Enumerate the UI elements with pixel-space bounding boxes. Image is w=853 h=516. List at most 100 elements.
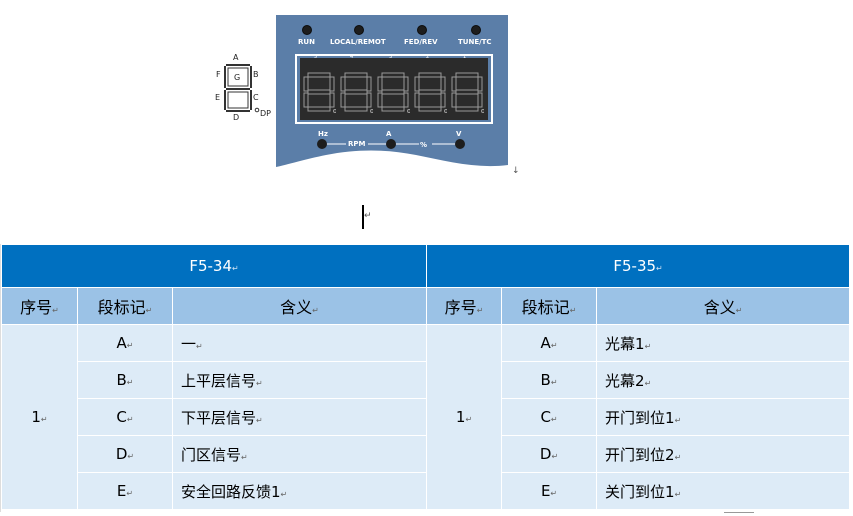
display-segment — [451, 76, 457, 92]
display-segment — [418, 89, 442, 95]
segment-letter-b: B — [253, 70, 259, 79]
run-led-icon — [302, 25, 312, 35]
right-segment-cell: E↵ — [501, 472, 598, 510]
return-mark: ↵ — [465, 415, 473, 424]
paragraph-mark: ↓ — [512, 166, 520, 176]
left-meaning-cell: 门区信号↵ — [171, 435, 428, 473]
return-mark: ↵ — [674, 415, 682, 425]
right-index-cell: 1↵ — [426, 324, 503, 510]
display-segment — [440, 92, 446, 108]
col-header-label: 序号 — [20, 298, 53, 317]
table-row: D↵ 门区信号↵ D↵ 开门到位2↵ — [2, 435, 851, 473]
meaning-value: 一 — [181, 334, 197, 353]
table-row: B↵ 上平层信号↵ B↵ 光幕2↵ — [2, 361, 851, 399]
display-segment — [414, 76, 420, 92]
display-segment — [381, 72, 405, 78]
table-row: C↵ 下平层信号↵ C↵ 开门到位1↵ — [2, 398, 851, 436]
segment-letter-c: C — [253, 93, 259, 102]
return-mark: ↵ — [126, 415, 134, 424]
segment-value: E — [116, 482, 127, 500]
display-decimal-point — [407, 109, 410, 113]
segment-legend-diagram: A F G B E C D DP — [213, 52, 277, 124]
return-mark: ↵ — [241, 452, 248, 462]
display-segment — [477, 76, 483, 92]
meaning-value: 光幕1 — [605, 334, 645, 353]
return-mark: ↵ — [256, 415, 263, 425]
meaning-value: 下平层信号 — [181, 408, 257, 427]
left-segment-cell: B↵ — [77, 361, 173, 399]
f5-35-title: F5-35 — [613, 257, 657, 275]
page-edge-line — [724, 512, 754, 513]
col-header-index-right: 序号↵ — [426, 287, 503, 325]
display-segment — [377, 92, 383, 108]
return-mark: ↵ — [256, 378, 263, 388]
right-segment-cell: A↵ — [501, 324, 598, 362]
col-header-label: 含义 — [703, 298, 736, 317]
display-segment — [307, 72, 331, 78]
digit-position-4: 4 — [350, 54, 354, 60]
segment-legend-figure — [224, 64, 260, 113]
segment-letter-d: D — [233, 113, 240, 122]
display-frame — [295, 54, 493, 124]
right-segment-cell: C↵ — [501, 398, 598, 436]
display-segment — [477, 92, 483, 108]
indicator-label-run: RUN — [298, 38, 315, 46]
left-meaning-cell: 一↵ — [171, 324, 428, 362]
tune-tc-led-icon — [471, 25, 481, 35]
return-mark: ↵ — [674, 452, 682, 462]
return-mark: ↵ — [232, 264, 239, 273]
segment-value: A — [540, 334, 551, 352]
text-cursor — [362, 205, 364, 229]
segment-value: E — [540, 482, 551, 500]
display-segment — [329, 92, 335, 108]
unit-label-a: A — [386, 130, 392, 138]
display-segment — [440, 76, 446, 92]
display-segment — [303, 76, 309, 92]
col-header-index-left: 序号↵ — [1, 287, 78, 325]
display-segment — [381, 106, 405, 112]
display-decimal-point — [481, 109, 484, 113]
left-segment-cell: D↵ — [77, 435, 173, 473]
display-segment — [414, 92, 420, 108]
display-segment — [366, 76, 372, 92]
meaning-value: 开门到位1 — [605, 408, 675, 427]
col-header-segment-right: 段标记↵ — [501, 287, 598, 325]
f5-35-header: F5-35↵ — [426, 244, 851, 288]
col-header-label: 段标记 — [521, 298, 570, 317]
col-header-meaning-left: 含义↵ — [171, 287, 428, 325]
left-segment-cell: E↵ — [77, 472, 173, 510]
seven-segment-display — [300, 58, 488, 120]
return-mark: ↵ — [674, 489, 682, 499]
segment-letter-g: G — [234, 73, 241, 82]
right-segment-cell: B↵ — [501, 361, 598, 399]
return-mark: ↵ — [280, 489, 288, 499]
table-row: E↵ 安全回路反馈1↵ E↵ 关门到位1↵ — [2, 472, 851, 510]
return-mark: ↵ — [550, 415, 558, 424]
fed-rev-led-icon — [417, 25, 427, 35]
return-mark: ↵ — [312, 306, 319, 315]
meaning-value: 安全回路反馈1 — [181, 482, 281, 501]
left-index-cell: 1↵ — [1, 324, 78, 510]
segment-letter-f: F — [216, 70, 221, 79]
display-segment — [307, 89, 331, 95]
segment-mapping-table: F5-34↵ F5-35↵ 序号↵ 段标记↵ 含义↵ 序号↵ 段标记↵ 含义↵ … — [0, 244, 851, 510]
display-segment — [366, 92, 372, 108]
meaning-value: 开门到位2 — [605, 445, 675, 464]
unit-label-percent: % — [420, 141, 428, 149]
display-segment — [455, 72, 479, 78]
return-mark: ↵ — [126, 341, 134, 350]
display-segment — [455, 89, 479, 95]
return-mark: ↵ — [569, 306, 577, 315]
segment-value: B — [116, 371, 127, 389]
display-decimal-point — [444, 109, 447, 113]
display-segment — [344, 72, 368, 78]
return-mark: ↵ — [735, 306, 743, 315]
display-segment — [377, 76, 383, 92]
digit-position-3: 3 — [389, 54, 393, 60]
display-decimal-point — [333, 109, 336, 113]
return-mark: ↵ — [644, 378, 652, 388]
display-digit-2 — [414, 72, 447, 113]
segment-value: B — [540, 371, 551, 389]
digit-position-2: 2 — [426, 54, 430, 60]
return-mark: ↵ — [550, 378, 558, 387]
